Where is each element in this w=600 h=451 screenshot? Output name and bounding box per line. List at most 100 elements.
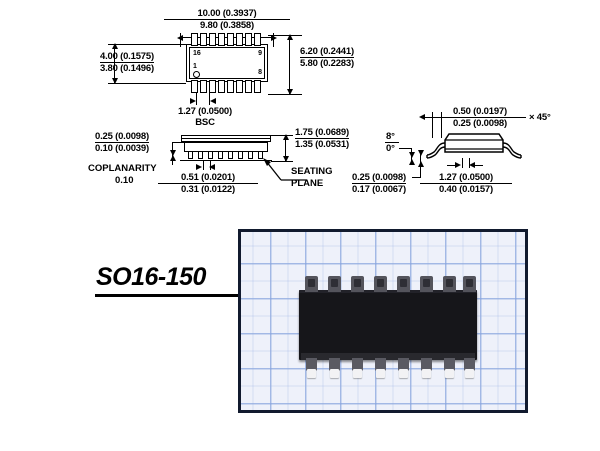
lead-width-ext-left xyxy=(203,160,205,170)
lead-width-ext-right xyxy=(210,160,212,170)
dim-standoff-min: 0.10 (0.0039) xyxy=(95,143,149,154)
dim-standoff-leader-v xyxy=(172,142,174,152)
pin-top xyxy=(218,33,225,46)
chip-lead-top xyxy=(443,276,456,292)
dim-span-ext-bot xyxy=(268,94,302,96)
dim-angle-leader xyxy=(399,148,411,150)
dim-thickness-max: 0.25 (0.0098) xyxy=(352,172,406,184)
dim-body-width-arrow-up xyxy=(111,43,118,49)
lead-width-arrow-right xyxy=(209,164,215,170)
dim-chamfer-max: 0.50 (0.0197) xyxy=(434,106,526,118)
dim-standoff-arrow-up xyxy=(169,155,176,161)
dim-chamfer-ext-left xyxy=(432,112,434,138)
dim-height: 1.75 (0.0689) 1.35 (0.0531) xyxy=(295,127,349,150)
dim-span-arrow-down xyxy=(286,89,293,95)
pin-top xyxy=(191,33,198,46)
lead-foot xyxy=(445,369,454,378)
pin-bottom xyxy=(236,80,243,93)
dim-chamfer-min: 0.25 (0.0098) xyxy=(453,118,507,129)
dim-width-ext-right xyxy=(273,33,275,47)
lead-shank xyxy=(375,358,386,371)
dim-foot-line-right xyxy=(475,164,483,166)
lead-shank xyxy=(329,358,340,371)
chip-lead-bottom xyxy=(463,358,476,378)
dim-chamfer-angle: × 45° xyxy=(529,112,551,123)
package-top-view: 16 9 1 8 xyxy=(186,33,268,93)
dim-width: 10.00 (0.3937) 9.80 (0.3858) xyxy=(164,8,290,31)
dim-body-width-ext-top xyxy=(108,44,186,46)
lead-foot xyxy=(330,369,339,378)
dim-thickness-leader-h xyxy=(412,177,421,179)
dim-foot-arrow-left xyxy=(455,162,461,168)
dim-thickness-arrow-down xyxy=(418,150,424,156)
dim-body-width-ext-bot xyxy=(108,83,186,85)
pin-top xyxy=(245,33,252,46)
pin-top xyxy=(209,33,216,46)
package-side-cap xyxy=(181,135,271,139)
dim-angle-max: 8° xyxy=(386,131,395,142)
lead-detail-drawing xyxy=(426,133,522,159)
chip-body xyxy=(299,290,477,360)
dim-body-width: 4.00 (0.1575) 3.80 (0.1496) xyxy=(100,51,154,74)
dim-angle-line xyxy=(411,156,413,164)
dim-foot: 1.27 (0.0500) 0.40 (0.0157) xyxy=(420,172,512,195)
pin-1-indicator-dot xyxy=(193,71,200,78)
dim-lead-width-max: 0.51 (0.0201) xyxy=(158,172,258,184)
dim-lead-width: 0.51 (0.0201) 0.31 (0.0122) xyxy=(158,172,258,195)
dim-standoff: 0.25 (0.0098) 0.10 (0.0039) xyxy=(95,131,149,154)
lead-width-arrow-left xyxy=(196,164,202,170)
dim-height-max: 1.75 (0.0689) xyxy=(295,127,349,139)
dim-height-ext-bot xyxy=(271,161,293,163)
pin-bottom xyxy=(200,80,207,93)
chip-lead-bottom xyxy=(305,358,318,378)
seating-plane-label-line2: PLANE xyxy=(291,178,324,189)
dim-body-width-max: 4.00 (0.1575) xyxy=(100,51,154,63)
chip-lead-bottom xyxy=(420,358,433,378)
package-photo xyxy=(238,229,528,413)
dim-foot-ext-left xyxy=(462,158,464,168)
pin-bottom xyxy=(245,80,252,93)
pin-number-16: 16 xyxy=(193,50,201,57)
lead-shank xyxy=(306,358,317,371)
dim-standoff-arrow-down xyxy=(169,150,176,156)
chip-lead-bottom xyxy=(374,358,387,378)
dim-width-max: 10.00 (0.3937) xyxy=(164,8,290,20)
package-side-body xyxy=(184,142,268,152)
pin-bottom xyxy=(218,80,225,93)
lead-foot xyxy=(376,369,385,378)
dim-foot-arrow-right xyxy=(469,162,475,168)
chip-lead-top xyxy=(420,276,433,292)
dim-height-min: 1.35 (0.0531) xyxy=(295,139,349,150)
dim-span-arrow-up xyxy=(286,34,293,40)
dim-lead-width-min: 0.31 (0.0122) xyxy=(181,184,235,195)
dim-width-ext-left xyxy=(180,33,182,47)
chip-lead-bottom xyxy=(443,358,456,378)
dim-height-arrow-down xyxy=(282,156,289,162)
coplanarity-value: 0.10 xyxy=(115,175,134,186)
side-lead xyxy=(208,152,213,159)
dim-angle-min: 0° xyxy=(386,143,395,154)
dim-thickness-line xyxy=(420,152,422,166)
pin-bottom xyxy=(254,80,261,93)
lead-foot xyxy=(353,369,362,378)
dim-body-width-arrow-down xyxy=(111,78,118,84)
dim-angle-divider xyxy=(385,142,399,144)
package-side-mid xyxy=(181,139,271,142)
dim-chamfer: 0.50 (0.0197) 0.25 (0.0098) xyxy=(434,106,526,129)
pin-number-9: 9 xyxy=(258,50,262,57)
part-number-underline xyxy=(95,294,241,298)
dim-pitch: 1.27 (0.0500) xyxy=(178,106,232,117)
pin-top xyxy=(254,33,261,46)
dim-standoff-leader xyxy=(172,142,186,144)
dim-height-ext-top xyxy=(271,135,293,137)
pin-top xyxy=(200,33,207,46)
dim-chamfer-line xyxy=(425,116,434,118)
dim-foot-min: 0.40 (0.0157) xyxy=(439,184,493,195)
chip-lead-top xyxy=(397,276,410,292)
chip-lead-top xyxy=(328,276,341,292)
pitch-ext-left xyxy=(196,93,198,105)
chip-lead-top xyxy=(463,276,476,292)
side-lead xyxy=(218,152,223,159)
dim-thickness-min: 0.17 (0.0067) xyxy=(352,184,406,195)
